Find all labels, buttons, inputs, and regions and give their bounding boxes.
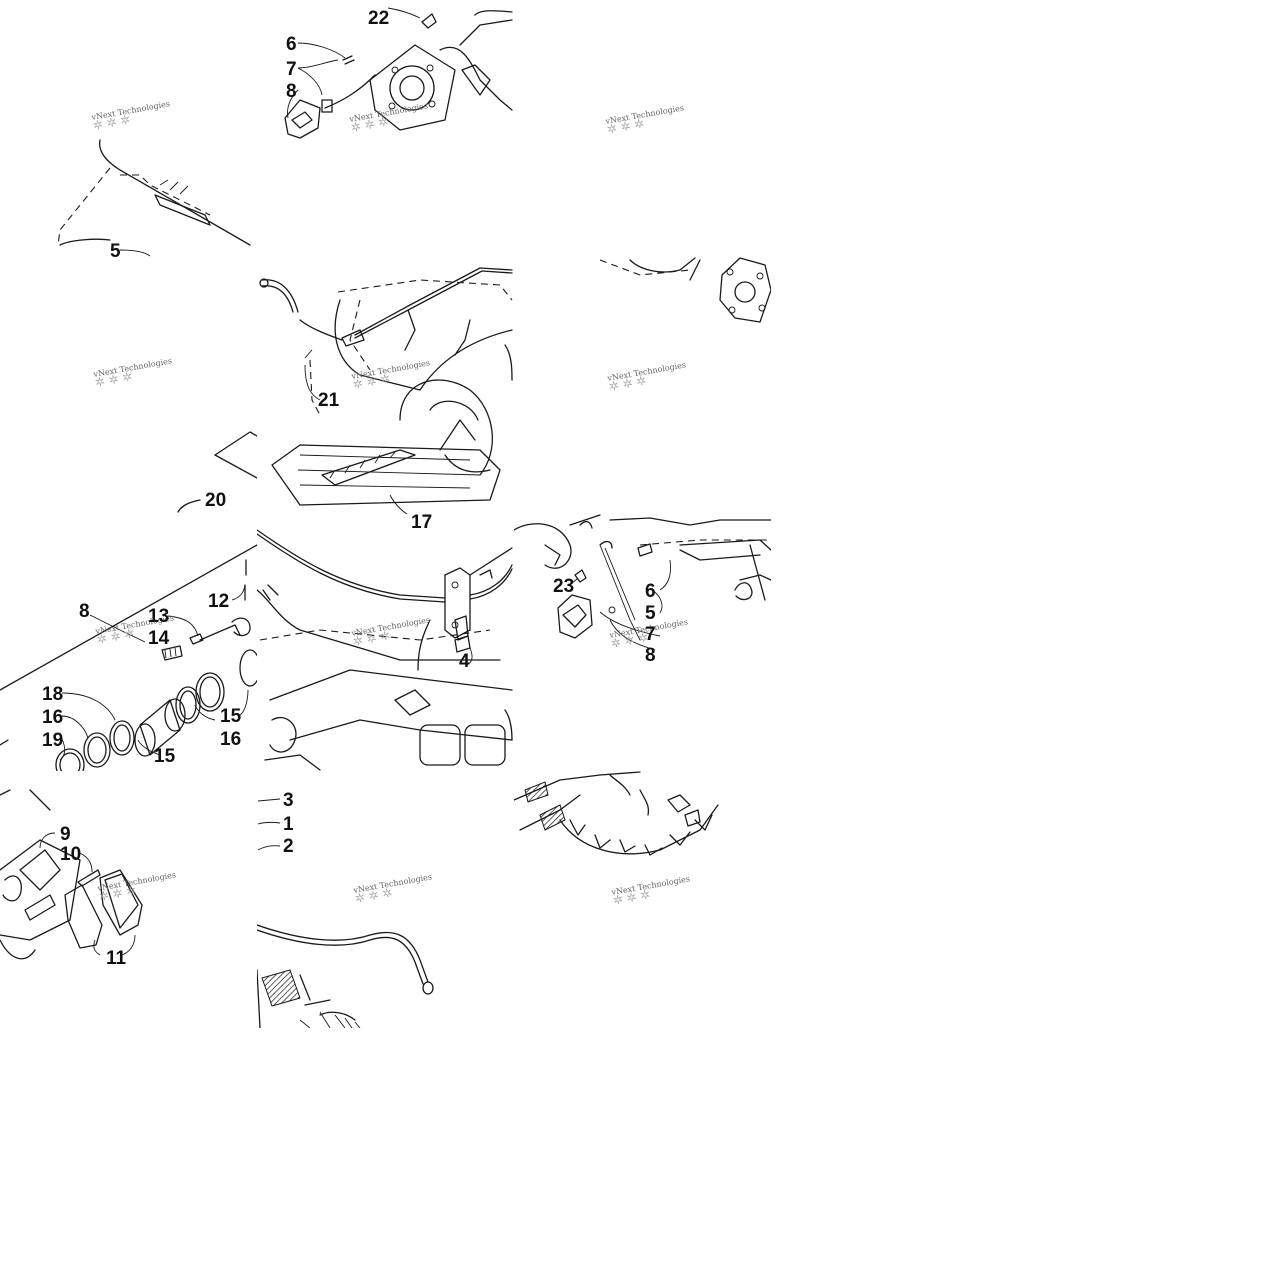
callout-19: 19 — [42, 730, 63, 751]
watermark-text: vNext Technologies — [350, 358, 431, 381]
svg-text:✶ ✶ ✶: ✶ ✶ ✶ — [608, 373, 648, 393]
callout-4: 4 — [459, 651, 470, 672]
tile-r1-c0 — [177, 431, 257, 513]
tile-r3-c2 — [514, 771, 719, 856]
tile-r3-c0 — [0, 789, 143, 960]
callout-5: 5 — [110, 241, 121, 262]
svg-text:✶ ✶ ✶: ✶ ✶ ✶ — [352, 371, 392, 391]
callout-2: 2 — [283, 836, 294, 857]
tile-r3-c1 — [257, 798, 434, 1028]
callout-5: 5 — [645, 603, 656, 624]
callout-10: 10 — [60, 844, 81, 865]
tile-r2-c0 — [0, 544, 257, 771]
svg-text:✶ ✶ ✶: ✶ ✶ ✶ — [606, 116, 646, 136]
tile-r1-c2 — [599, 257, 771, 323]
watermark-text: vNext Technologies — [90, 99, 171, 122]
callout-20: 20 — [205, 490, 226, 511]
callout-8: 8 — [286, 81, 297, 102]
tile-r2-c2 — [514, 514, 771, 651]
callout-15: 15 — [154, 746, 176, 767]
watermark-text: vNext Technologies — [92, 356, 173, 379]
callout-3: 3 — [283, 790, 294, 811]
callout-15: 15 — [220, 706, 242, 727]
watermark-text: vNext Technologies — [604, 103, 685, 126]
svg-text:✶ ✶ ✶: ✶ ✶ ✶ — [610, 630, 650, 650]
callout-6: 6 — [286, 34, 297, 55]
callout-7: 7 — [286, 59, 297, 80]
svg-text:✶ ✶ ✶: ✶ ✶ ✶ — [98, 883, 138, 903]
tile-r0-c1 — [284, 7, 513, 139]
callout-21: 21 — [318, 390, 340, 411]
callout-1: 1 — [283, 814, 294, 835]
watermark-text: vNext Technologies — [96, 870, 177, 893]
callout-6: 6 — [645, 581, 656, 602]
callout-7: 7 — [645, 624, 656, 645]
watermark-text: vNext Technologies — [352, 872, 433, 895]
svg-text:✶ ✶ ✶: ✶ ✶ ✶ — [94, 369, 134, 389]
callout-22: 22 — [368, 8, 389, 29]
callout-8: 8 — [79, 601, 90, 622]
watermark-text: vNext Technologies — [606, 360, 687, 383]
watermark-text: vNext Technologies — [610, 874, 691, 897]
watermark-layer: ✶ ✶ ✶ vNext Technologies ✶ ✶ ✶ vNext Tec… — [90, 99, 691, 908]
callout-labels: 22 6 7 8 5 21 20 17 8 13 14 12 18 16 19 … — [42, 8, 656, 969]
svg-text:✶ ✶ ✶: ✶ ✶ ✶ — [96, 626, 136, 646]
callout-11: 11 — [106, 948, 127, 969]
tile-r0-c0 — [57, 139, 251, 257]
callout-13: 13 — [148, 606, 169, 627]
callout-16: 16 — [42, 707, 63, 728]
callout-18: 18 — [42, 684, 63, 705]
callout-23: 23 — [553, 576, 574, 597]
svg-text:✶ ✶ ✶: ✶ ✶ ✶ — [354, 885, 394, 905]
callout-17: 17 — [411, 512, 432, 533]
callout-14: 14 — [148, 628, 170, 649]
callout-12: 12 — [208, 591, 229, 612]
callout-8: 8 — [645, 645, 656, 666]
callout-9: 9 — [60, 824, 71, 845]
svg-text:✶ ✶ ✶: ✶ ✶ ✶ — [612, 887, 652, 907]
svg-text:✶ ✶ ✶: ✶ ✶ ✶ — [92, 112, 132, 132]
callout-16: 16 — [220, 729, 241, 750]
tile-r2-c1 — [257, 529, 513, 771]
svg-text:✶ ✶ ✶: ✶ ✶ ✶ — [352, 628, 392, 648]
svg-text:✶ ✶ ✶: ✶ ✶ ✶ — [350, 114, 390, 134]
watermark-text: vNext Technologies — [350, 615, 431, 638]
tile-r1-c1 — [259, 267, 513, 514]
